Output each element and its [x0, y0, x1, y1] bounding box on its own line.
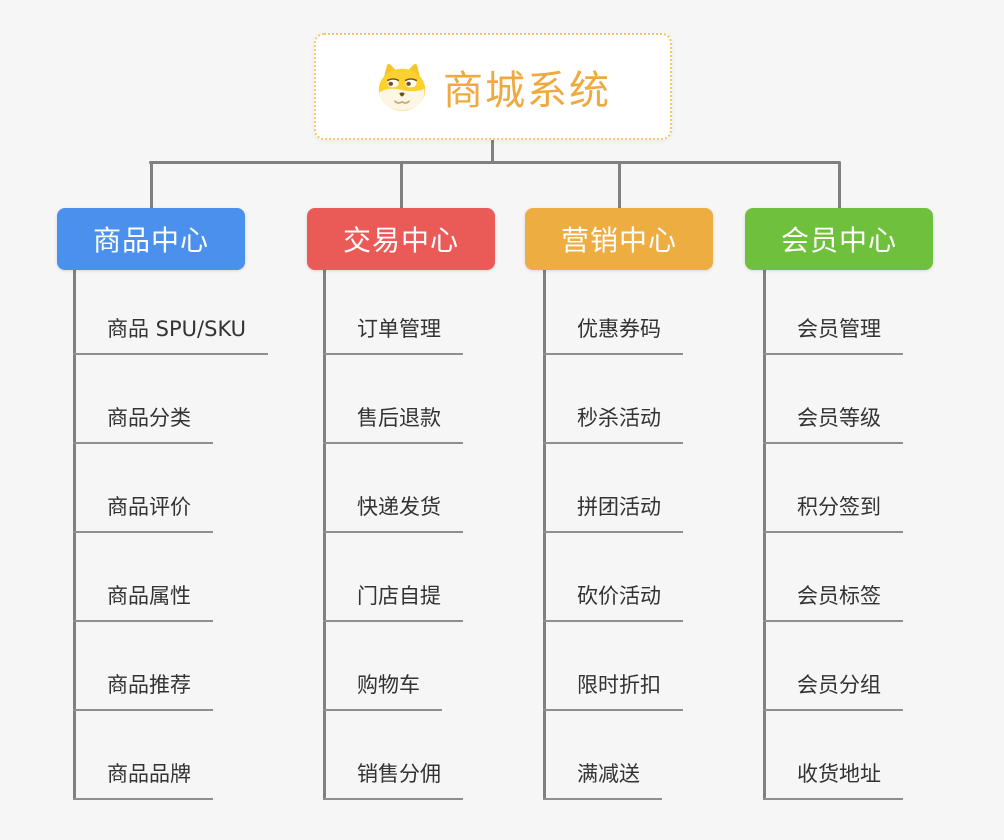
subtopic-member-level[interactable]: 会员等级: [763, 355, 903, 444]
subtopic-sales-commission[interactable]: 销售分佣: [323, 711, 463, 800]
subtopic-flash-sale[interactable]: 秒杀活动: [543, 355, 683, 444]
branch-children-member-center: 会员管理 会员等级 积分签到 会员标签 会员分组 收货地址: [763, 270, 903, 800]
subtopic-aftersale-refund[interactable]: 售后退款: [323, 355, 463, 444]
connector-drop-marketing: [618, 163, 621, 208]
subtopic-spend-save[interactable]: 满减送: [543, 711, 662, 800]
subtopic-product-recommend[interactable]: 商品推荐: [73, 622, 213, 711]
subtopic-member-tag[interactable]: 会员标签: [763, 533, 903, 622]
subtopic-product-review[interactable]: 商品评价: [73, 444, 213, 533]
branch-topic-member-center[interactable]: 会员中心: [745, 208, 933, 270]
branch-children-product-center: 商品 SPU/SKU 商品分类 商品评价 商品属性 商品推荐 商品品牌: [73, 270, 269, 800]
connector-drop-trade: [400, 163, 403, 208]
subtopic-group-buy[interactable]: 拼团活动: [543, 444, 683, 533]
branch-children-marketing-center: 优惠券码 秒杀活动 拼团活动 砍价活动 限时折扣 满减送: [543, 270, 683, 800]
root-topic[interactable]: 商城系统: [314, 33, 672, 140]
subtopic-points-checkin[interactable]: 积分签到: [763, 444, 903, 533]
subtopic-shipping-address[interactable]: 收货地址: [763, 711, 903, 800]
subtopic-coupon-code[interactable]: 优惠券码: [543, 270, 683, 355]
subtopic-shopping-cart[interactable]: 购物车: [323, 622, 442, 711]
subtopic-product-category[interactable]: 商品分类: [73, 355, 213, 444]
connector-rail: [149, 161, 841, 164]
connector-drop-member: [838, 163, 841, 208]
subtopic-product-brand[interactable]: 商品品牌: [73, 711, 213, 800]
branch-children-trade-center: 订单管理 售后退款 快递发货 门店自提 购物车 销售分佣: [323, 270, 463, 800]
subtopic-product-spu-sku[interactable]: 商品 SPU/SKU: [73, 270, 269, 355]
root-topic-label: 商城系统: [443, 67, 611, 114]
connector-root-stem: [491, 140, 494, 163]
subtopic-member-group[interactable]: 会员分组: [763, 622, 903, 711]
subtopic-express-delivery[interactable]: 快递发货: [323, 444, 463, 533]
branch-topic-marketing-center[interactable]: 营销中心: [525, 208, 713, 270]
doge-icon: [378, 63, 426, 111]
subtopic-bargain-activity[interactable]: 砍价活动: [543, 533, 683, 622]
subtopic-product-attribute[interactable]: 商品属性: [73, 533, 213, 622]
subtopic-member-management[interactable]: 会员管理: [763, 270, 903, 355]
branch-topic-product-center[interactable]: 商品中心: [57, 208, 245, 270]
subtopic-limited-time-discount[interactable]: 限时折扣: [543, 622, 683, 711]
subtopic-order-management[interactable]: 订单管理: [323, 270, 463, 355]
branch-topic-trade-center[interactable]: 交易中心: [307, 208, 495, 270]
subtopic-store-pickup[interactable]: 门店自提: [323, 533, 463, 622]
connector-drop-product: [150, 163, 153, 208]
